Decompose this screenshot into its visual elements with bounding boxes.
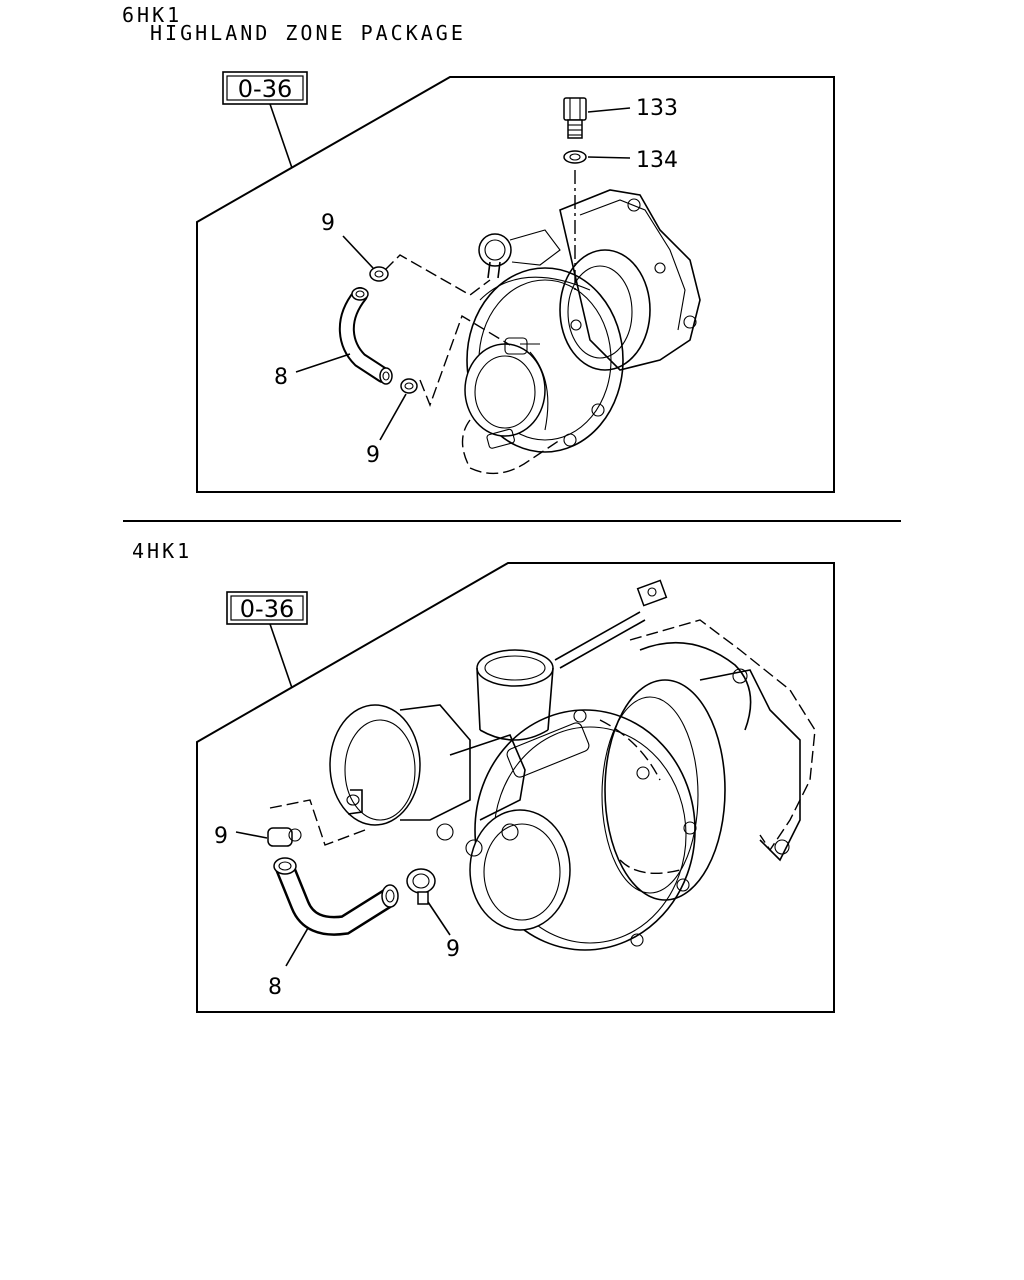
callout-9-upper-b: 9 (366, 443, 380, 468)
callout-8-lower-leader (285, 927, 309, 967)
callout-9-upper-a: 9 (321, 211, 335, 236)
lower-frame (196, 562, 835, 1013)
callout-8-upper: 8 (274, 365, 288, 390)
callout-9-lower-a: 9 (214, 824, 228, 849)
callout-134: 134 (636, 148, 678, 173)
upper-ref-box-label: 0-36 (238, 75, 292, 103)
part-9-clip-lower-a[interactable] (267, 827, 302, 847)
callout-9-upper-b-leader (379, 393, 407, 441)
upper-ref-leader (269, 103, 293, 169)
callout-133-leader (587, 107, 631, 113)
part-133-fitting[interactable] (563, 97, 587, 139)
part-9-clip-upper-a[interactable] (369, 266, 389, 282)
part-134-washer[interactable] (563, 150, 587, 164)
lower-section: 4HK1 0-36 (132, 539, 835, 1013)
upper-ref-box[interactable]: 0-36 (222, 71, 308, 105)
lower-model-code: 4HK1 (132, 539, 192, 563)
part-8-hose-lower[interactable] (273, 857, 399, 936)
lower-ref-box-label: 0-36 (240, 595, 294, 623)
callout-9-lower-b: 9 (446, 937, 460, 962)
upper-section: 6HK1 HIGHLAND ZONE PACKAGE 0-36 133 (122, 3, 835, 493)
upper-model-code: 6HK1 (122, 3, 182, 27)
upper-turbocharger (461, 189, 701, 475)
part-8-hose-upper[interactable] (338, 287, 393, 385)
callout-9-lower-a-leader (235, 831, 268, 839)
callout-9-lower-b-leader (427, 901, 451, 936)
callout-9-upper-a-leader (342, 235, 374, 269)
upper-hose-path-top (384, 254, 491, 296)
part-9-clip-lower-b[interactable] (406, 868, 436, 905)
callout-134-leader (587, 156, 631, 159)
upper-package-title: HIGHLAND ZONE PACKAGE (150, 21, 466, 45)
callout-133: 133 (636, 96, 678, 121)
lower-turbocharger (329, 579, 816, 951)
part-9-clip-upper-b[interactable] (400, 378, 418, 394)
callout-8-lower: 8 (268, 975, 282, 1000)
lower-ref-leader (269, 623, 293, 689)
lower-ref-box[interactable]: 0-36 (226, 591, 308, 625)
upper-hose-path-bottom (419, 314, 511, 407)
lower-hose-path (269, 799, 366, 846)
upper-frame (196, 76, 835, 493)
callout-8-upper-leader (295, 353, 351, 373)
